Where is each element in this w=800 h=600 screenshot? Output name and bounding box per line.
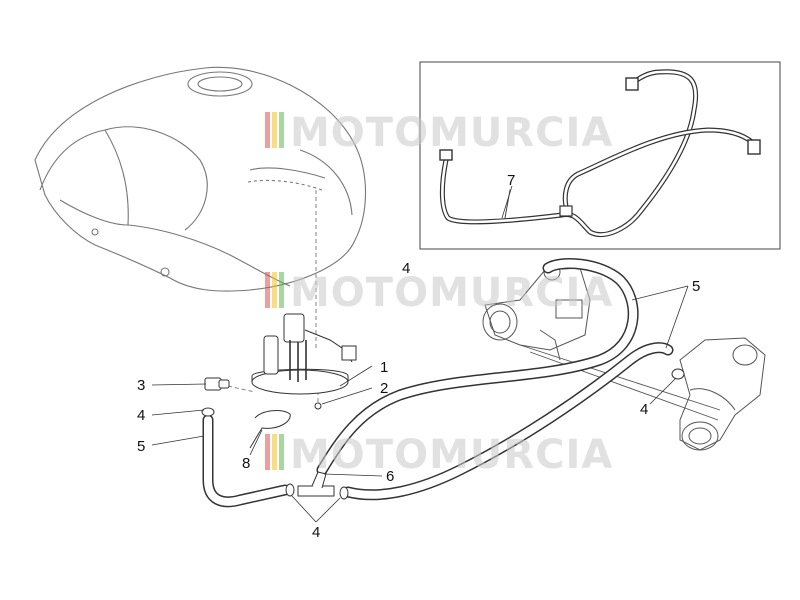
callout-4-right: 4	[640, 401, 648, 418]
clamps-4	[201, 368, 685, 500]
watermark-bottom: MOTOMURCIA	[265, 432, 613, 478]
callout-4-left: 4	[137, 407, 145, 424]
bracket-8	[249, 410, 291, 449]
throttle-body-rear	[482, 263, 721, 421]
callout-3: 3	[137, 377, 145, 394]
callout-1: 1	[380, 359, 388, 376]
callout-7: 7	[507, 172, 515, 189]
inset-frame	[419, 61, 781, 250]
hose-5	[202, 258, 674, 508]
callout-4-tank: 4	[402, 260, 410, 277]
watermark-text: MOTOMURCIA	[290, 270, 613, 316]
watermark-middle: MOTOMURCIA	[265, 270, 613, 316]
hose-7	[439, 69, 761, 237]
watermark-text: MOTOMURCIA	[290, 432, 613, 478]
callout-4-bottom: 4	[312, 524, 320, 541]
callout-5-left: 5	[137, 438, 145, 455]
fuel-tank	[34, 66, 367, 292]
callout-8: 8	[242, 455, 250, 472]
elbow-fitting-3	[204, 377, 230, 391]
throttle-body-front	[679, 337, 766, 451]
fuel-pump	[251, 313, 357, 410]
callout-2: 2	[380, 380, 388, 397]
watermark-text: MOTOMURCIA	[290, 110, 613, 156]
leader-lines	[151, 185, 689, 523]
callout-6: 6	[386, 468, 394, 485]
watermark-top: MOTOMURCIA	[265, 110, 613, 156]
callouts: 1 2 3 4 5 8 6 4 4 5 4 7	[137, 172, 700, 541]
callout-5-right: 5	[692, 278, 700, 295]
y-fitting-6	[297, 471, 335, 497]
